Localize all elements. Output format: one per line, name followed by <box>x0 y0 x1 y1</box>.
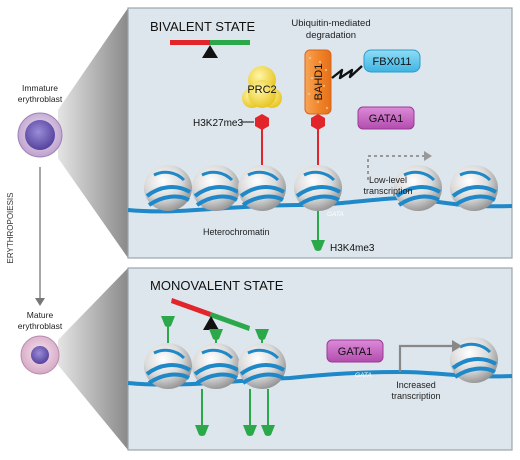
bahd1-protein: BAHD1 <box>304 49 332 115</box>
bottom-funnel <box>58 268 128 450</box>
bivalent-title: BIVALENT STATE <box>150 19 256 34</box>
low-level-transcription-arrow <box>367 151 432 180</box>
h3k4me3-mark-down-3 <box>261 389 275 436</box>
h3k4me3-mark-up-3 <box>255 329 269 343</box>
prc2-label: PRC2 <box>247 84 276 96</box>
gata1-bottom-label: GATA1 <box>338 346 372 358</box>
fbx011-label: FBX011 <box>373 56 412 68</box>
h3k27me3-mark-2 <box>311 114 325 165</box>
h3k4me3-mark-up-1 <box>161 316 175 343</box>
gata-site-top: GATA <box>327 211 344 218</box>
mature-nucleus <box>31 346 49 364</box>
nucleosome-top-2 <box>192 165 240 211</box>
bivalent-panel <box>127 7 513 259</box>
ubiquitin-bolt <box>331 65 363 80</box>
balanced-scale <box>170 40 250 58</box>
low-level-line2: transcription <box>363 186 412 196</box>
increased-transcription-arrow <box>398 340 462 372</box>
prc2-complex: PRC2 <box>242 66 282 108</box>
nucleosome-top-4 <box>294 165 342 211</box>
immature-label-line1: Immature <box>22 83 58 93</box>
low-level-line1: Low-level <box>369 175 407 185</box>
mature-erythroblast: Mature erythroblast <box>18 310 63 375</box>
immature-nucleus <box>25 120 55 150</box>
increased-line2: transcription <box>391 391 440 401</box>
erythropoiesis-arrow: ERYTHROPOIESIS <box>6 167 45 306</box>
gata-site-bottom: GATA <box>355 372 372 379</box>
nucleosome-top-6 <box>450 165 498 211</box>
gata1-bottom: GATA1 <box>326 339 384 363</box>
mature-label-line2: erythroblast <box>18 321 63 331</box>
heterochromatin-label: Heterochromatin <box>203 227 270 237</box>
immature-erythroblast: Immature erythroblast <box>17 83 63 158</box>
tipped-scale <box>171 298 250 331</box>
mature-label-line1: Mature <box>27 310 54 320</box>
h3k4me3-mark-down-1 <box>195 389 209 436</box>
gata1-top-label: GATA1 <box>369 113 403 125</box>
h3k4me3-mark-top <box>311 211 325 251</box>
nucleosome-top-5 <box>394 165 442 211</box>
bahd1-label: BAHD1 <box>313 64 325 101</box>
top-funnel <box>58 8 128 258</box>
h3k27me3-label: H3K27me3 <box>193 118 243 129</box>
erythropoiesis-label: ERYTHROPOIESIS <box>6 193 15 264</box>
degradation-label-line2: degradation <box>306 30 356 41</box>
h3k4me3-mark-down-2 <box>243 389 257 436</box>
immature-label-line2: erythroblast <box>18 94 63 104</box>
nucleosome-top-1 <box>144 165 192 211</box>
dna-top <box>127 195 513 214</box>
nucleosome-bottom-2 <box>192 343 240 389</box>
nucleosome-bottom-3 <box>238 343 286 389</box>
monovalent-panel <box>127 267 513 451</box>
monovalent-title: MONOVALENT STATE <box>150 278 284 293</box>
nucleosome-bottom-1 <box>144 343 192 389</box>
nucleosome-top-3 <box>238 165 286 211</box>
h3k4me3-label: H3K4me3 <box>330 243 375 254</box>
increased-line1: Increased <box>396 380 436 390</box>
h3k27me3-mark-1 <box>255 114 269 165</box>
fbx011-protein: FBX011 <box>363 49 421 73</box>
nucleosome-bottom-4 <box>450 337 498 383</box>
gata1-top: GATA1 <box>357 106 415 130</box>
degradation-label-line1: Ubiquitin-mediated <box>291 18 370 29</box>
h3k4me3-mark-up-2 <box>209 329 223 343</box>
